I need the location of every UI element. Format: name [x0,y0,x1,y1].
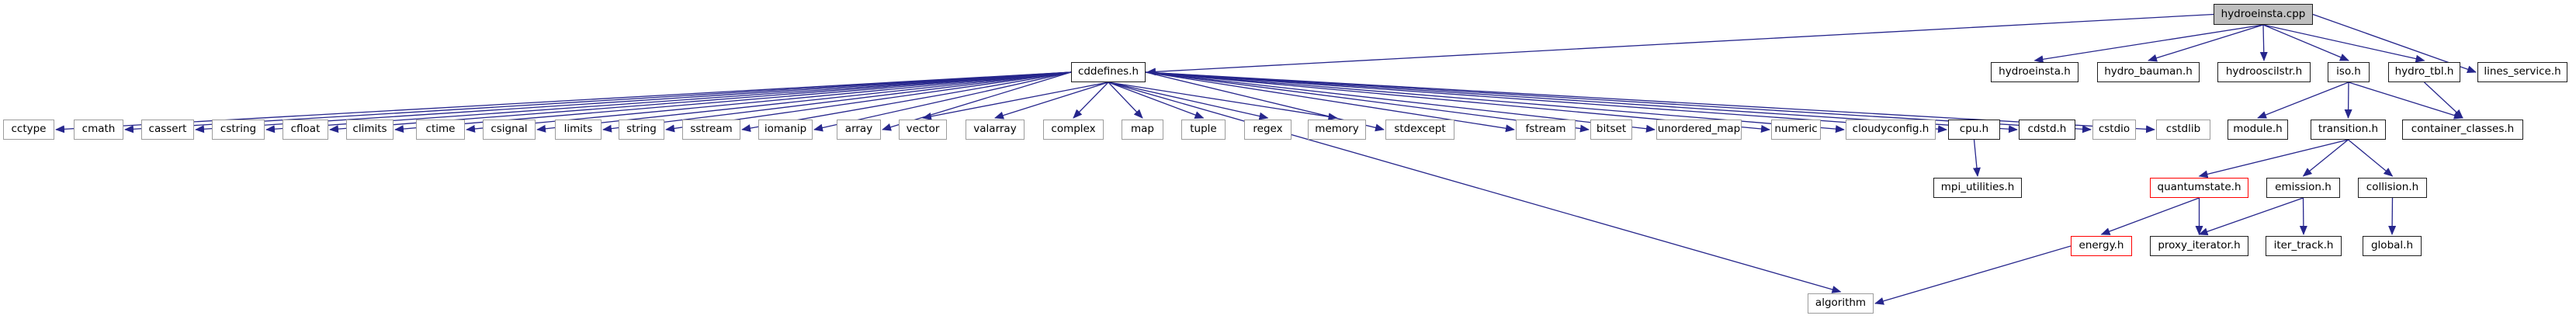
include-edge [2262,24,2349,61]
include-edge [1073,81,1109,119]
include-edge [2198,139,2349,179]
node-hydroeinsta-h[interactable]: hydroeinsta.h [1991,62,2078,82]
include-edge [1108,81,1269,120]
node-algorithm: algorithm [1808,293,1874,314]
node-iso-h[interactable]: iso.h [2328,62,2370,82]
node-mpi-utilities-h[interactable]: mpi_utilities.h [1933,178,2022,198]
node-global-h[interactable]: global.h [2363,236,2422,256]
node-cctype: cctype [3,120,54,140]
node-regex: regex [1244,120,1291,140]
node-bitset: bitset [1590,120,1632,140]
node-collision-h[interactable]: collision.h [2358,178,2427,198]
node-cfloat: cfloat [283,120,328,140]
node-hydroeinsta-cpp: hydroeinsta.cpp [2214,4,2313,25]
node-map: map [1122,120,1163,140]
node-fstream: fstream [1516,120,1576,140]
include-edge [1108,81,1205,119]
include-edge [1108,81,1338,121]
node-csignal: csignal [483,120,536,140]
node-cstring: cstring [212,120,265,140]
include-edge [922,81,1109,120]
node-complex: complex [1043,120,1104,140]
include-edge [265,71,1072,133]
node-ctime: ctime [416,120,465,140]
node-hydro-tbl-h[interactable]: hydro_tbl.h [2388,62,2460,82]
include-edge [2100,197,2200,235]
node-limits: limits [555,120,602,140]
node-array: array [837,120,881,140]
include-edge [2262,24,2425,63]
node-energy-h[interactable]: energy.h [2071,236,2132,256]
node-cstdlib: cstdlib [2156,120,2210,140]
node-vector: vector [899,120,947,140]
node-cassert: cassert [141,120,194,140]
include-edge [602,71,1072,133]
node-string: string [619,120,664,140]
include-edge [2148,24,2264,62]
node-transition-h[interactable]: transition.h [2311,120,2386,140]
include-edge [2348,81,2463,120]
node-quantumstate-h[interactable]: quantumstate.h [2150,178,2248,198]
node-iter-track-h[interactable]: iter_track.h [2266,236,2342,256]
node-cdstd-h[interactable]: cdstd.h [2019,120,2075,140]
include-edge [2388,197,2397,235]
node-cstdio: cstdio [2092,120,2136,140]
include-edge [994,81,1109,120]
node-numeric: numeric [1771,120,1821,140]
node-hydro-bauman-h[interactable]: hydro_bauman.h [2097,62,2200,82]
node-emission-h[interactable]: emission.h [2266,178,2340,198]
node-module-h[interactable]: module.h [2228,120,2288,140]
include-edge [1145,71,1590,133]
include-edge [2424,81,2463,119]
include-edge [195,71,1072,133]
node-cddefines-h[interactable]: cddefines.h [1071,62,1146,82]
node-unordered-map: unordered_map [1656,120,1742,140]
include-edge [1972,139,1981,177]
include-edge [1108,81,1842,293]
node-cloudyconfig-h: cloudyconfig.h [1846,120,1936,140]
include-edge [2348,139,2394,177]
node-stdexcept: stdexcept [1385,120,1454,140]
node-climits: climits [346,120,394,140]
node-tuple: tuple [1181,120,1226,140]
include-edge [1146,13,2214,76]
include-edge [2257,81,2349,119]
node-proxy-iterator-h[interactable]: proxy_iterator.h [2150,236,2248,256]
node-container-classes-h[interactable]: container_classes.h [2402,120,2523,140]
node-sstream: sstream [682,120,740,140]
node-hydrooscilstr-h[interactable]: hydrooscilstr.h [2217,62,2311,82]
include-edge [2033,24,2264,64]
node-cpu-h[interactable]: cpu.h [1948,120,2000,140]
include-edge [2259,24,2268,61]
node-valarray: valarray [966,120,1025,140]
include-edge [2302,139,2349,177]
include-edge [1874,245,2072,305]
include-edge [2198,197,2304,236]
node-cmath: cmath [74,120,123,140]
node-memory: memory [1308,120,1366,140]
include-edge [1108,81,1143,119]
node-lines-service-h[interactable]: lines_service.h [2477,62,2567,82]
node-iomanip: iomanip [758,120,813,140]
